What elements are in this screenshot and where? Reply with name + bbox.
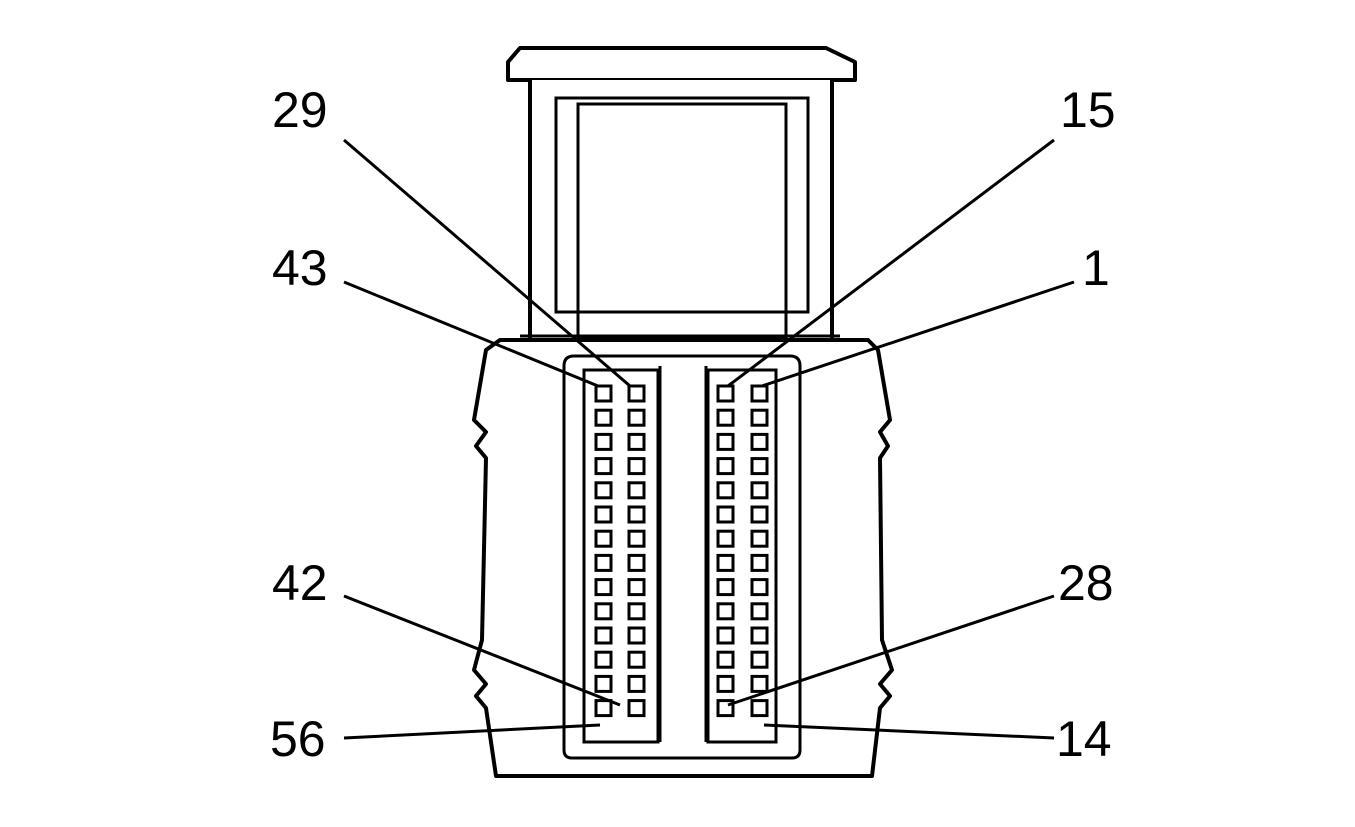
pin-label-15: 15 (1060, 82, 1116, 138)
pin-cavity-col3-row12 (716, 650, 735, 669)
pin-cavity-col3-row8 (716, 553, 735, 572)
pin-cavity-col1-row1 (594, 384, 613, 403)
pin-cavity-col3-row7 (716, 529, 735, 548)
pin-cavity-col3-row5 (716, 481, 735, 500)
leader-line-1 (761, 280, 1075, 388)
pin-cavity-col2-row5 (627, 481, 646, 500)
pin-cavity-col1-row4 (594, 457, 613, 476)
pin-cavity-col2-row11 (627, 626, 646, 645)
pin-cavity-col4-row13 (750, 674, 769, 693)
pin-cavity-col4-row5 (750, 481, 769, 500)
pin-cavity-col2-row6 (627, 505, 646, 524)
leader-line-29 (343, 138, 631, 388)
leader-line-42 (343, 594, 621, 707)
pin-cavity-col3-row4 (716, 457, 735, 476)
pin-cavity-col4-row9 (750, 578, 769, 597)
pin-cavity-col1-row14 (594, 699, 613, 718)
leader-line-15 (727, 138, 1055, 388)
pin-cavity-col3-row1 (716, 384, 735, 403)
connector-cavity-frame (562, 354, 802, 760)
pin-cavity-col1-row13 (594, 674, 613, 693)
pin-cavity-col3-row9 (716, 578, 735, 597)
connector-body (472, 338, 894, 778)
pin-cavity-col4-row11 (750, 626, 769, 645)
pin-cavity-col1-row3 (594, 432, 613, 451)
pin-cavity-col3-row6 (716, 505, 735, 524)
pin-cavity-col2-row1 (627, 384, 646, 403)
pin-cavity-col4-row6 (750, 505, 769, 524)
connector-center-divider (658, 366, 708, 742)
pin-cavity-col4-row10 (750, 602, 769, 621)
pin-cavity-col1-row11 (594, 626, 613, 645)
pin-cavity-col4-row14 (750, 699, 769, 718)
pin-cavity-col4-row4 (750, 457, 769, 476)
pin-cavity-col2-row9 (627, 578, 646, 597)
pin-cavity-col1-row10 (594, 602, 613, 621)
leader-line-14 (763, 723, 1055, 740)
pin-cavity-col4-row8 (750, 553, 769, 572)
pin-cavity-col4-row2 (750, 408, 769, 427)
leader-line-43 (343, 280, 599, 388)
pin-cavity-col3-row3 (716, 432, 735, 451)
pin-cavity-col4-row12 (750, 650, 769, 669)
pin-label-14: 14 (1056, 711, 1112, 767)
leader-line-28 (727, 594, 1055, 707)
pin-cavity-col4-row1 (750, 384, 769, 403)
left-terminal-block (582, 368, 660, 744)
pin-cavity-col2-row12 (627, 650, 646, 669)
right-terminal-block (706, 368, 778, 744)
pin-cavity-col2-row7 (627, 529, 646, 548)
pin-cavity-col2-row13 (627, 674, 646, 693)
pin-cavity-col1-row6 (594, 505, 613, 524)
pin-cavity-col3-row2 (716, 408, 735, 427)
pin-cavity-col2-row14 (627, 699, 646, 718)
pin-cavity-col2-row10 (627, 602, 646, 621)
pin-label-42: 42 (272, 555, 328, 611)
connector-latch-inner (554, 96, 810, 314)
pin-cavity-col4-row3 (750, 432, 769, 451)
pin-cavity-col3-row10 (716, 602, 735, 621)
pin-cavity-col3-row13 (716, 674, 735, 693)
pin-cavity-col1-row5 (594, 481, 613, 500)
pin-cavity-col1-row2 (594, 408, 613, 427)
pin-label-43: 43 (272, 240, 328, 296)
pin-label-28: 28 (1058, 555, 1114, 611)
connector-latch-top (506, 46, 857, 82)
pin-cavity-col2-row8 (627, 553, 646, 572)
pin-label-1: 1 (1082, 240, 1110, 296)
pin-cavity-col2-row4 (627, 457, 646, 476)
pin-cavity-col4-row7 (750, 529, 769, 548)
leader-lines (343, 138, 1075, 740)
pin-label-56: 56 (270, 711, 326, 767)
pin-cavities (594, 384, 769, 718)
leader-line-56 (343, 723, 601, 740)
pin-cavity-col3-row11 (716, 626, 735, 645)
pin-cavity-col1-row7 (594, 529, 613, 548)
pin-label-29: 29 (272, 82, 328, 138)
pin-cavity-col1-row9 (594, 578, 613, 597)
pin-cavity-col2-row2 (627, 408, 646, 427)
pin-cavity-col1-row12 (594, 650, 613, 669)
pin-cavity-col1-row8 (594, 553, 613, 572)
pin-cavity-col2-row3 (627, 432, 646, 451)
